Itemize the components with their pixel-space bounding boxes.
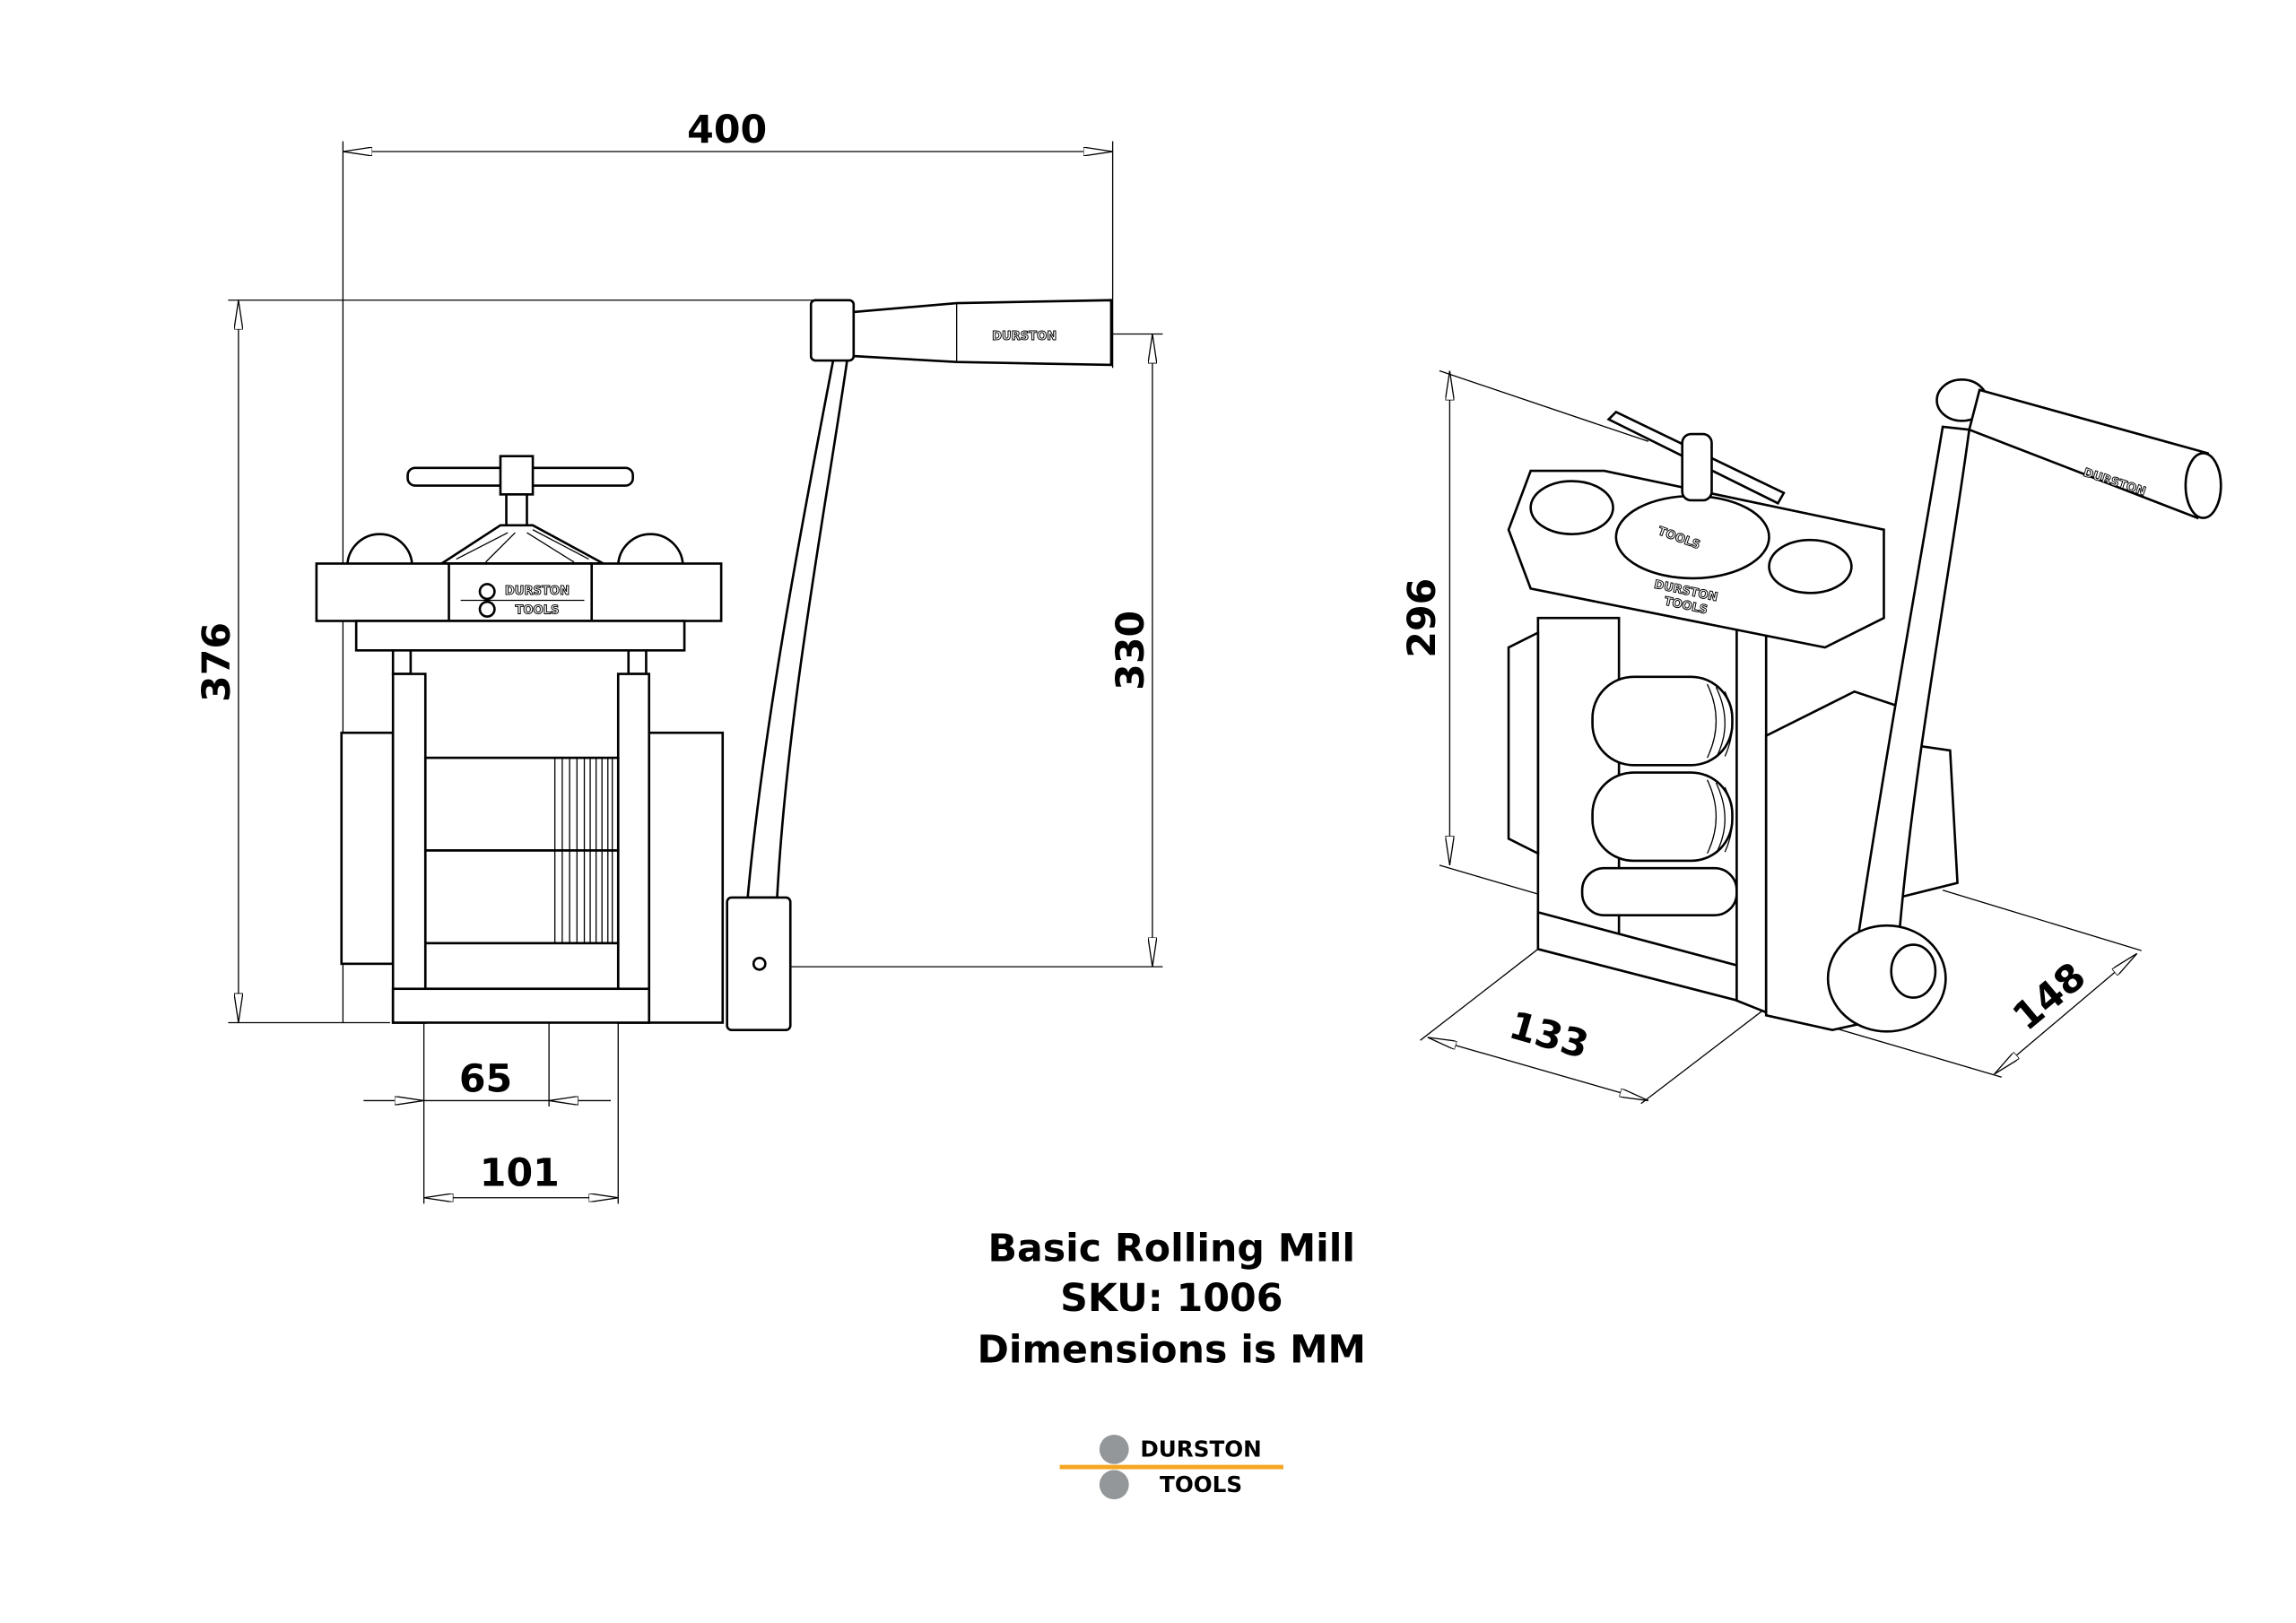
hub-screw xyxy=(752,956,767,971)
left-housing xyxy=(340,731,395,966)
column-right xyxy=(616,673,651,1024)
dimension-label-330: 330 xyxy=(1109,611,1153,690)
iso-right-frame xyxy=(1735,616,1768,1014)
dial-ticks xyxy=(456,529,589,563)
dimension-65: 65 xyxy=(363,1057,612,1102)
iso-knob-right xyxy=(1768,538,1853,595)
caption-title: Basic Rolling Mill xyxy=(987,1226,1355,1271)
caption-units: Dimensions is MM xyxy=(978,1328,1366,1373)
plate-engraving-durston: DURSTON xyxy=(505,585,570,598)
iso-roll-bottom xyxy=(1591,771,1734,863)
iso-left-housing xyxy=(1507,630,1540,855)
dimension-376: 376 xyxy=(195,299,239,1023)
mill-isometric: TOOLS DURSTON TOOLS DURSTON xyxy=(1507,378,2222,1033)
t-bar-hub xyxy=(499,455,535,496)
extension-lines xyxy=(228,141,1163,1204)
caption-sku: SKU: 1006 xyxy=(1060,1276,1283,1321)
logo-tools: TOOLS xyxy=(1160,1471,1242,1497)
column-left xyxy=(391,673,427,1024)
plate-logo-circle-bottom xyxy=(478,600,496,618)
gap-dial xyxy=(437,524,604,565)
dimension-label-376: 376 xyxy=(195,622,239,702)
roll-top xyxy=(423,756,620,852)
caption: Basic Rolling Mill SKU: 1006 Dimensions … xyxy=(978,1226,1366,1372)
iso-t-bar-hub xyxy=(1681,432,1713,502)
crank-grip xyxy=(852,299,1113,367)
plate-logo-circle-top xyxy=(478,583,496,601)
front-view: 400 376 330 65 101 xyxy=(195,108,1163,1204)
dimension-label-65: 65 xyxy=(459,1057,512,1102)
dimension-101: 101 xyxy=(423,1151,619,1198)
iso-roll-grooves xyxy=(1706,683,1734,855)
dimension-400: 400 xyxy=(343,108,1113,152)
plate-engraving-tools: TOOLS xyxy=(515,603,559,617)
roll-bottom xyxy=(423,849,620,945)
dimension-label-400: 400 xyxy=(687,108,767,152)
crank-arm xyxy=(746,352,849,899)
isometric-view: 296 133 148 xyxy=(1400,369,2222,1105)
logo-durston: DURSTON xyxy=(1140,1436,1261,1462)
dimension-label-296: 296 xyxy=(1400,578,1445,658)
lower-plate xyxy=(354,620,686,652)
iso-roll-top xyxy=(1591,675,1734,767)
dimension-330: 330 xyxy=(1109,334,1153,968)
logo-circle-top xyxy=(1099,1434,1129,1464)
iso-base xyxy=(1536,910,1768,1010)
screw-stem xyxy=(505,493,528,528)
iso-crank-grip xyxy=(1968,388,2209,520)
iso-hub-bore xyxy=(1890,943,1937,999)
right-housing xyxy=(648,731,725,1024)
dimension-label-133: 133 xyxy=(1504,1003,1593,1069)
logo-circle-bottom xyxy=(1099,1470,1129,1500)
durston-tools-logo: DURSTON TOOLS xyxy=(1059,1434,1283,1500)
roll-grooves xyxy=(554,758,613,943)
crank-top-hub xyxy=(809,299,856,362)
dimension-label-101: 101 xyxy=(480,1151,560,1196)
iso-grip-end xyxy=(2184,452,2222,519)
spacer-right xyxy=(627,649,648,675)
roll-shaft xyxy=(423,942,620,991)
base xyxy=(391,987,651,1024)
mill-front: DURSTON TOOLS DURSTON xyxy=(315,299,1113,1031)
iso-shaft xyxy=(1580,866,1738,917)
iso-knob-left xyxy=(1529,480,1614,535)
spacer-left xyxy=(391,649,413,675)
grip-engraving: DURSTON xyxy=(992,330,1057,343)
